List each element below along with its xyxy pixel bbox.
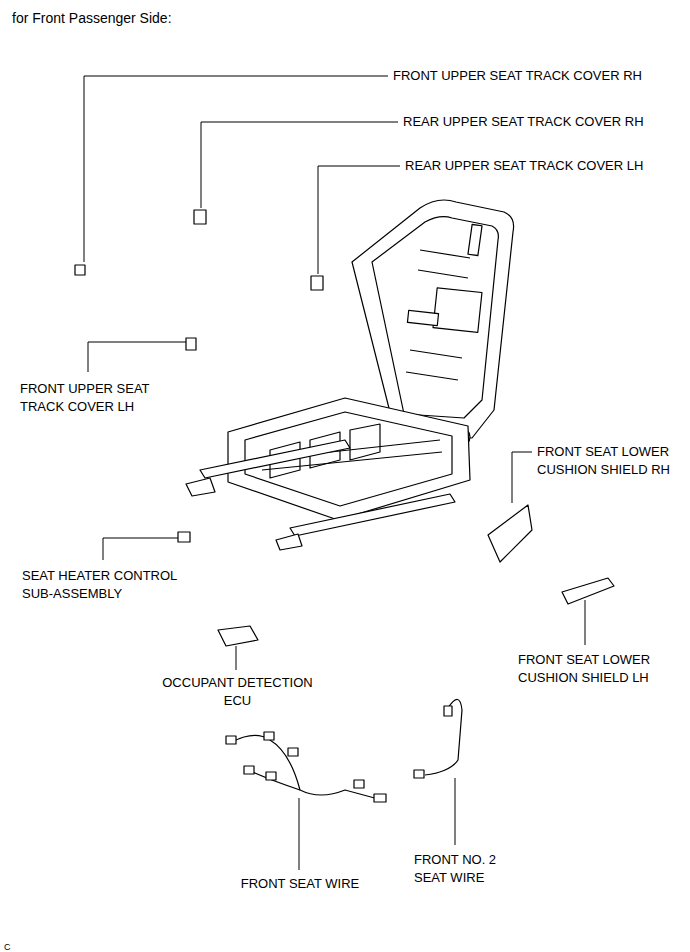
illustration-part [406, 250, 470, 380]
illustration-part [425, 699, 462, 775]
illustration-part [488, 505, 532, 562]
illustration-part [290, 494, 455, 536]
illustration-part [512, 452, 532, 503]
illustration-part [562, 578, 614, 604]
illustration-part [103, 538, 180, 560]
illustration-part [178, 532, 190, 542]
illustration-part [248, 770, 300, 790]
part-label: REAR UPPER SEAT TRACK COVER LH [405, 157, 685, 175]
part-label: FRONT SEAT LOWER CUSHION SHIELD RH [537, 443, 687, 479]
illustration-part [352, 200, 514, 438]
illustration-part [414, 770, 424, 778]
illustration-part [186, 478, 215, 496]
illustration-part [84, 76, 388, 262]
illustration-part [468, 224, 482, 255]
illustration-part [201, 122, 398, 208]
illustration-part [288, 748, 298, 756]
illustration-part [200, 440, 350, 478]
illustration-part [299, 798, 300, 870]
illustration-part [84, 76, 585, 870]
illustration-part [236, 646, 237, 670]
illustration-part [266, 772, 276, 780]
illustration-part [194, 210, 206, 224]
illustration-part [218, 626, 258, 646]
illustration-part [264, 732, 274, 740]
part-label: OCCUPANT DETECTION ECU [150, 674, 325, 710]
illustration-part [226, 736, 236, 744]
part-label: FRONT SEAT WIRE [220, 875, 380, 893]
illustration-part [433, 288, 482, 332]
part-label: SEAT HEATER CONTROL SUB-ASSEMBLY [22, 567, 192, 603]
part-label: C [4, 938, 24, 952]
part-label: FRONT UPPER SEAT TRACK COVER RH [393, 67, 683, 85]
part-label: REAR UPPER SEAT TRACK COVER RH [403, 113, 683, 131]
part-label: FRONT UPPER SEAT TRACK COVER LH [20, 380, 170, 416]
illustration-part [372, 217, 498, 418]
part-label: FRONT NO. 2 SEAT WIRE [414, 851, 509, 887]
illustration-part [232, 735, 382, 800]
illustration-part [244, 766, 254, 774]
illustration-part [354, 780, 364, 788]
part-label: FRONT SEAT LOWER CUSHION SHIELD LH [518, 651, 678, 687]
illustration-part [75, 200, 614, 802]
illustration-part [444, 706, 452, 716]
illustration-part [75, 265, 85, 275]
page-title: for Front Passenger Side: [12, 10, 172, 26]
illustration-part [186, 338, 196, 350]
illustration-part [374, 794, 386, 802]
illustration-part [455, 778, 456, 845]
illustration-part [276, 534, 302, 550]
illustration-part [585, 600, 586, 645]
illustration-part [407, 310, 438, 325]
illustration-part [311, 276, 323, 290]
illustration-part [88, 342, 186, 372]
